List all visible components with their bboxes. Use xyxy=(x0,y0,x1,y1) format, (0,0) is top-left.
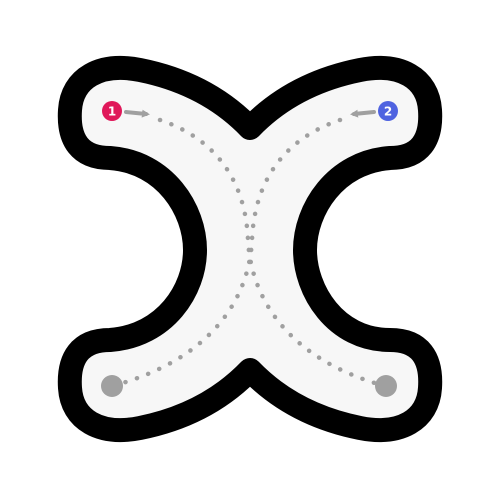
start-marker-2-circle xyxy=(378,101,398,121)
end-marker-left xyxy=(101,375,123,397)
dotted-path-1 xyxy=(157,117,388,389)
start-marker-1-circle xyxy=(102,101,122,121)
end-marker-right xyxy=(375,375,397,397)
path-1-start-arrow xyxy=(124,109,150,118)
start-marker-2-label: 2 xyxy=(384,105,392,119)
start-marker-1-label: 1 xyxy=(108,105,116,119)
start-marker-2: 2 xyxy=(378,101,398,121)
start-marker-1: 1 xyxy=(102,101,122,121)
dotted-path-2 xyxy=(109,117,343,389)
path-2-start-arrow xyxy=(350,109,376,118)
